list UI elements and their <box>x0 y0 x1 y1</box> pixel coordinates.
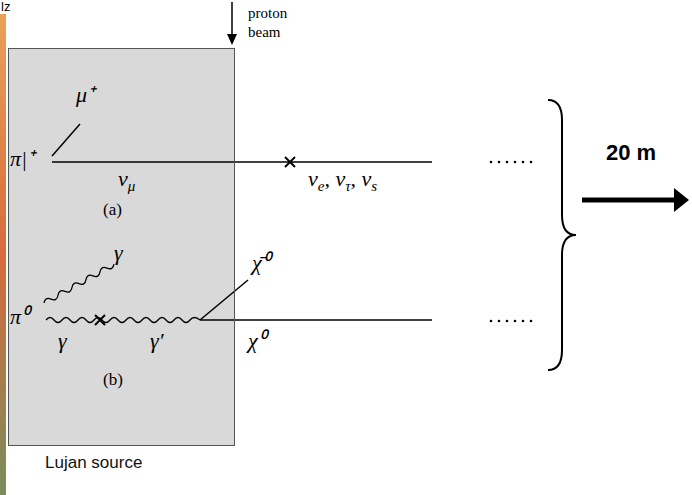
particle-label: χ⁰ <box>248 328 266 353</box>
beam-arrow <box>231 2 233 36</box>
box-caption: Lujan source <box>45 453 142 473</box>
distance-arrowhead <box>674 188 689 212</box>
source-fill <box>8 48 235 446</box>
distance-arrow <box>582 198 676 203</box>
particle-label: ν <box>308 166 318 191</box>
photon-wave <box>46 318 200 323</box>
oscillation-mark <box>285 157 295 167</box>
neutrino-track <box>52 161 432 163</box>
particle-label: π|⁺ <box>10 146 34 171</box>
particle-label: χ̄⁰ <box>252 250 270 275</box>
panel-tag: (b) <box>103 370 123 389</box>
mixing-mark <box>95 315 105 325</box>
distance-label: 20 m <box>606 140 656 165</box>
particle-label: χ̄⁰ <box>252 250 270 276</box>
muon-track <box>52 124 80 156</box>
particle-label: γ <box>58 328 67 353</box>
particle-label: γ <box>114 240 123 266</box>
dots <box>490 161 533 164</box>
antichi-track <box>200 280 248 320</box>
particle-label: γ <box>114 240 123 265</box>
brace <box>548 100 576 370</box>
particle-label: γ′ <box>150 328 163 353</box>
beam-arrowhead <box>227 34 237 45</box>
photon-wave <box>43 262 115 305</box>
particle-label: , ν <box>324 166 345 191</box>
beam-label: proton beam <box>248 5 287 40</box>
particle-label: νμ <box>118 166 135 195</box>
beam-label: proton beam <box>248 4 310 42</box>
particle-label: μ⁺ <box>76 82 94 108</box>
particle-label: , ν <box>351 166 372 191</box>
corner-text: lz <box>1 0 10 13</box>
corner-text: lz <box>1 0 10 14</box>
dots <box>490 320 533 323</box>
particle-label: γ <box>58 328 67 354</box>
particle-label: τ <box>345 178 350 194</box>
particle-label: e <box>318 178 325 194</box>
panel-tag: (a) <box>103 200 122 220</box>
particle-label: νe, ντ, νs <box>308 166 377 195</box>
panel-tag: (a) <box>103 200 122 219</box>
particle-label: π⁰ <box>10 304 29 329</box>
particle-label: s <box>371 178 377 194</box>
particle-label: π|⁺ <box>10 146 34 172</box>
distance-label: 20 m <box>606 140 656 166</box>
panel-tag: (b) <box>103 370 123 390</box>
edge-strip <box>0 14 6 495</box>
particle-label: χ⁰ <box>248 328 266 354</box>
particle-label: μ <box>128 178 136 194</box>
particle-label: γ′ <box>150 328 163 354</box>
particle-label: μ⁺ <box>76 82 94 107</box>
particle-label: ν <box>118 166 128 191</box>
particle-label: π⁰ <box>10 304 29 330</box>
